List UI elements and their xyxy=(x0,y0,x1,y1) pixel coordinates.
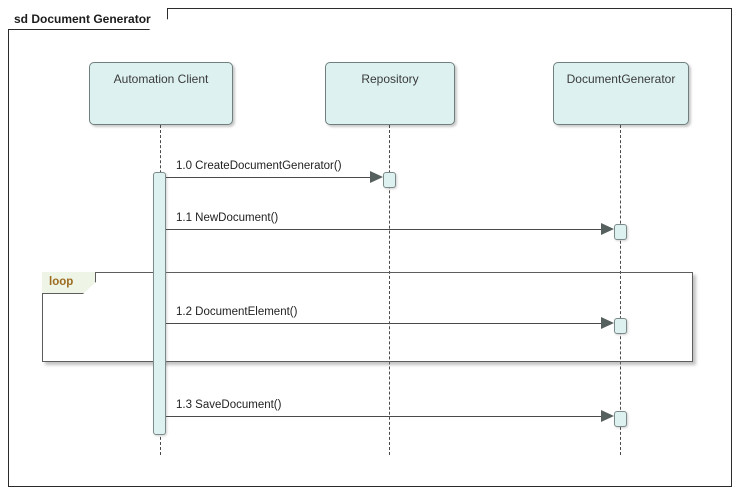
message-label-1-1: 1.1 NewDocument() xyxy=(176,212,279,224)
activation-automation-client[interactable] xyxy=(153,172,166,435)
activation-document-generator-save-document[interactable] xyxy=(614,411,627,427)
message-line-1-0[interactable] xyxy=(166,177,373,178)
message-label-1-0: 1.0 CreateDocumentGenerator() xyxy=(176,160,342,172)
message-arrowhead-1-1 xyxy=(601,223,614,235)
lifeline-document-generator xyxy=(620,125,621,455)
message-arrowhead-1-3 xyxy=(601,410,614,422)
frame-name-label: sd Document Generator xyxy=(14,12,151,26)
message-label-1-3: 1.3 SaveDocument() xyxy=(176,399,282,411)
lifeline-label-automation-client: Automation Client xyxy=(113,72,209,86)
message-line-1-2[interactable] xyxy=(166,323,604,324)
lifeline-head-automation-client[interactable]: Automation Client xyxy=(89,62,233,125)
sequence-diagram-frame xyxy=(8,8,732,487)
lifeline-repository xyxy=(389,125,390,455)
message-arrowhead-1-2 xyxy=(601,317,614,329)
activation-document-generator-document-element[interactable] xyxy=(614,318,627,334)
message-line-1-1[interactable] xyxy=(166,229,604,230)
message-line-1-3[interactable] xyxy=(166,416,604,417)
message-arrowhead-1-0 xyxy=(370,171,383,183)
lifeline-label-repository: Repository xyxy=(361,72,419,86)
loop-fragment[interactable] xyxy=(42,272,693,362)
message-label-1-2: 1.2 DocumentElement() xyxy=(176,306,298,318)
loop-fragment-label: loop xyxy=(49,276,74,288)
frame-name-tab xyxy=(8,8,168,30)
activation-document-generator-new-document[interactable] xyxy=(614,224,627,240)
lifeline-head-document-generator[interactable]: DocumentGenerator xyxy=(553,62,689,125)
lifeline-head-repository[interactable]: Repository xyxy=(325,62,455,125)
lifeline-label-document-generator: DocumentGenerator xyxy=(566,72,676,86)
activation-repository-create-document-generator[interactable] xyxy=(383,172,396,188)
